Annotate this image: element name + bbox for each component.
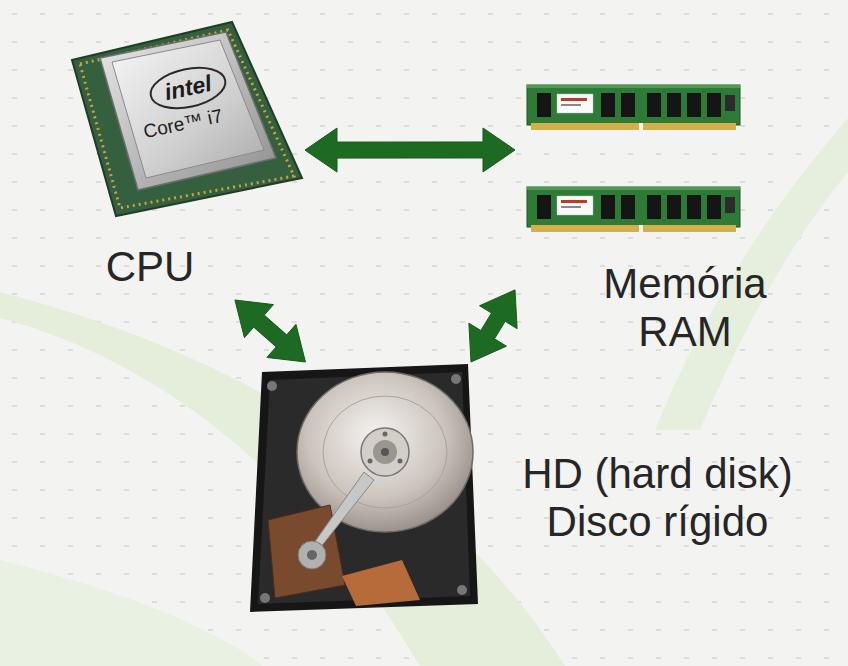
hard-disk-part [298,541,326,569]
double-arrow [469,290,517,362]
ram-modules [527,85,740,233]
hard-disk-part [381,448,389,456]
cpu-chip-part [112,40,264,178]
hard-disk-part [323,396,447,508]
hard-disk-part [383,432,388,437]
hard-disk-part [260,593,270,603]
component-label: CPU [85,243,215,291]
chip-marking: Core™ i7 [141,105,224,143]
cpu-chip-part [147,62,229,115]
hard-disk [250,364,478,612]
component-node: HD (hard disk) Disco rígido [245,362,832,615]
chip-marking: intel [162,70,214,106]
hard-disk-part [451,374,461,384]
hard-disk-part [457,585,467,595]
ram-modules-part [527,187,740,233]
hard-disk-part [373,440,397,464]
component-label: HD (hard disk) Disco rígido [485,450,830,547]
hard-disk-part [250,364,478,612]
component-node: Memória RAM [515,75,795,360]
hard-disk-part [368,459,373,464]
hard-disk-part [398,459,403,464]
ram-modules-part [527,85,740,131]
double-arrow [235,300,306,362]
hard-disk-part [307,550,317,560]
cpu-chip-part [100,32,276,190]
hard-disk-part [361,428,409,476]
hard-disk-part [342,560,420,606]
cpu-chip [72,22,302,216]
green-swoosh [655,118,848,430]
double-arrow [305,128,515,172]
component-node: CPU [65,15,305,300]
hard-disk-part [267,381,277,391]
cpu-chip-part [72,22,302,216]
component-label: Memória RAM [580,260,790,357]
cpu-chip-part [80,30,294,208]
green-swoosh [0,560,262,666]
